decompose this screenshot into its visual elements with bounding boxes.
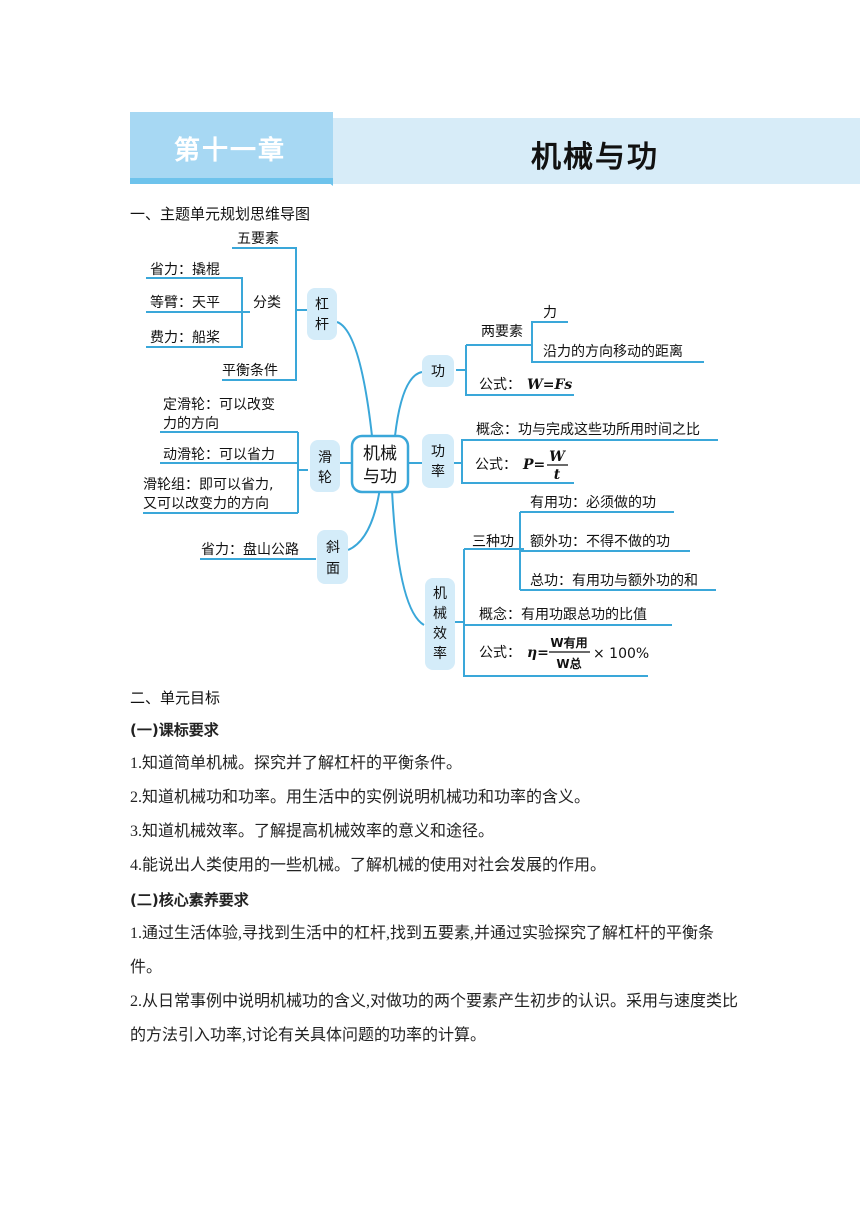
center-label-2: 与功 <box>363 467 397 487</box>
lever-type-equal: 等臂：天平 <box>150 294 220 311</box>
subsection-curriculum: (一)课标要求 <box>130 721 219 739</box>
core-1: 1.通过生活体验,寻找到生活中的杠杆,找到五要素,并通过实验探究了解杠杆的平衡条… <box>130 925 715 976</box>
banner-notch <box>323 178 333 186</box>
lever-node <box>307 288 337 340</box>
efficiency-three-kinds: 三种功 <box>472 534 514 550</box>
lever-balance: 平衡条件 <box>222 362 278 379</box>
power-concept: 概念：功与完成这些功所用时间之比 <box>476 421 700 438</box>
center-label-1: 机械 <box>363 444 397 464</box>
efficiency-eta: η= <box>527 645 549 661</box>
lever-label-2: 杆 <box>315 317 329 333</box>
slope-label-1: 斜 <box>326 540 340 556</box>
goal-1: 1.知道简单机械。探究并了解杠杆的平衡条件。 <box>130 755 463 772</box>
pulley-fixed-2: 力的方向 <box>163 416 219 432</box>
efficiency-label-1: 机 <box>433 586 447 602</box>
slope-item: 省力：盘山公路 <box>201 541 299 558</box>
efficiency-label-2: 械 <box>433 606 447 622</box>
work-distance: 沿力的方向移动的距离 <box>543 343 683 360</box>
efficiency-times-100: × 100% <box>593 646 649 662</box>
efficiency-formula-label: 公式： <box>479 645 521 661</box>
slope-label-2: 面 <box>326 561 340 577</box>
efficiency-useful: 有用功：必须做的功 <box>530 495 656 511</box>
power-label-2: 率 <box>431 463 445 480</box>
chapter-banner: 第十一章 <box>130 112 333 184</box>
center-node <box>350 434 410 494</box>
power-numerator: W <box>549 449 566 465</box>
pulley-movable: 动滑轮：可以省力 <box>163 446 275 463</box>
lever-type-save: 省力：撬棍 <box>150 262 220 278</box>
power-label-1: 功 <box>431 444 445 460</box>
lever-label-1: 杠 <box>315 297 329 313</box>
work-node <box>422 355 454 387</box>
efficiency-total: 总功：有用功与额外功的和 <box>530 573 698 589</box>
work-two-elements: 两要素 <box>481 324 523 340</box>
core-2: 2.从日常事例中说明机械功的含义,对做功的两个要素产生初步的认识。采用与速度类比… <box>130 993 739 1044</box>
work-formula: W=Fs <box>527 377 572 393</box>
pulley-label-1: 滑 <box>318 449 332 466</box>
pulley-label-2: 轮 <box>318 470 332 486</box>
section-mindmap-heading: 一、主题单元规划思维导图 <box>130 205 311 223</box>
subsection-core: (二)核心素养要求 <box>130 891 249 909</box>
power-formula-lhs: P= <box>522 457 545 473</box>
mind-map: 机械 与功 杠 杆 五要素 省力：撬棍 等臂：天平 费力：船桨 分类 平衡条件 … <box>143 231 718 677</box>
section-goals-heading: 二、单元目标 <box>130 689 221 707</box>
efficiency-label-3: 效 <box>433 626 447 642</box>
goal-3: 3.知道机械效率。了解提高机械效率的意义和途径。 <box>130 823 495 840</box>
work-force: 力 <box>543 305 557 321</box>
chapter-title: 机械与功 <box>531 140 659 175</box>
power-formula-label: 公式： <box>475 457 517 473</box>
goal-4: 4.能说出人类使用的一些机械。了解机械的使用对社会发展的作用。 <box>130 857 607 874</box>
work-label: 功 <box>431 364 445 380</box>
pulley-group-2: 又可以改变力的方向 <box>143 496 269 512</box>
pulley-fixed-1: 定滑轮：可以改变 <box>163 396 275 413</box>
efficiency-node <box>425 578 455 670</box>
efficiency-numerator: W有用 <box>550 635 587 650</box>
pulley-node <box>310 440 340 492</box>
lever-type-cost: 费力：船桨 <box>150 329 220 346</box>
lever-five-elements: 五要素 <box>237 231 279 247</box>
chapter-label: 第十一章 <box>174 136 287 166</box>
efficiency-concept: 概念：有用功跟总功的比值 <box>479 606 647 623</box>
pulley-group-1: 滑轮组：即可以省力, <box>143 476 273 493</box>
power-denominator: t <box>554 467 561 483</box>
power-node <box>422 434 454 488</box>
slope-node <box>317 530 348 584</box>
efficiency-extra: 额外功：不得不做的功 <box>530 533 670 550</box>
goal-2: 2.知道机械功和功率。用生活中的实例说明机械功和功率的含义。 <box>130 789 591 806</box>
title-banner: 机械与功 <box>333 118 860 184</box>
work-formula-label: 公式： <box>479 377 521 393</box>
efficiency-label-4: 率 <box>433 645 447 662</box>
efficiency-denominator: W总 <box>556 656 581 671</box>
lever-classify: 分类 <box>253 295 281 311</box>
